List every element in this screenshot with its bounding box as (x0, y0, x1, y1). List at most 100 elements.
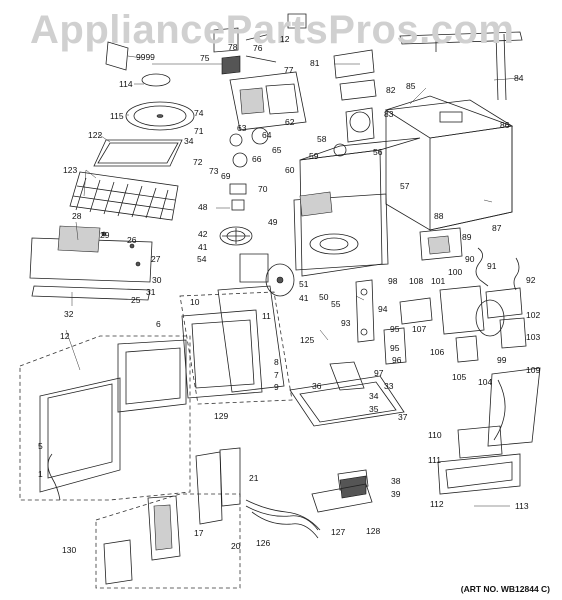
callout-69: 69 (221, 171, 231, 181)
callout-7: 7 (274, 370, 279, 380)
switch-cluster (439, 285, 527, 363)
callout-85: 85 (406, 81, 416, 91)
callout-26: 26 (127, 235, 137, 245)
callout-128: 128 (366, 526, 381, 536)
callout-92: 92 (526, 275, 536, 285)
callout-66: 66 (252, 154, 262, 164)
callout-126: 126 (256, 538, 271, 548)
callout-31: 31 (146, 287, 156, 297)
side-panel (487, 367, 541, 447)
callout-75: 75 (200, 53, 210, 63)
callout-58: 58 (317, 134, 327, 144)
callout-33: 33 (384, 381, 394, 391)
callout-70: 70 (258, 184, 268, 194)
callout-96: 96 (392, 355, 402, 365)
callout-84: 84 (514, 73, 524, 83)
callout-91: 91 (487, 261, 497, 271)
roller-ring (141, 73, 171, 87)
turntable-tray (125, 101, 195, 131)
waveguide-and-magnetron (333, 49, 377, 157)
callout-95-upper: 95 (390, 324, 400, 334)
callout-29: 29 (100, 230, 110, 240)
callout-104: 104 (478, 377, 493, 387)
callout-56: 56 (373, 147, 383, 157)
callout-87: 87 (492, 223, 502, 233)
callout-109: 109 (526, 365, 541, 375)
oven-cavity (293, 137, 421, 277)
transformer-base (437, 425, 521, 495)
control-panel (29, 225, 153, 301)
callout-5: 5 (38, 441, 43, 451)
callout-51: 51 (299, 279, 309, 289)
callout-101: 101 (431, 276, 446, 286)
stirrer-fan (219, 226, 253, 246)
callout-77: 77 (284, 65, 294, 75)
callout-76: 76 (253, 43, 263, 53)
callout-97: 97 (374, 368, 384, 378)
filters (311, 469, 373, 513)
callout-64: 64 (262, 130, 272, 140)
door-assembly (39, 339, 187, 501)
callout-59: 59 (309, 151, 319, 161)
callout-111: 111 (428, 455, 441, 465)
callout-107: 107 (412, 324, 427, 334)
damper-assembly (419, 227, 520, 291)
callout-32: 32 (64, 309, 74, 319)
callout-6: 6 (156, 319, 161, 329)
callout-28: 28 (72, 211, 82, 221)
callout-63: 63 (237, 123, 247, 133)
callout-95-lower: 95 (390, 343, 400, 353)
callout-41-lower: 41 (299, 293, 309, 303)
callout-17: 17 (194, 528, 204, 538)
callout-106: 106 (430, 347, 445, 357)
callout-50: 50 (319, 292, 329, 302)
door-frame-group-outline (179, 291, 293, 405)
callout-11: 11 (262, 311, 271, 321)
callout-55: 55 (331, 299, 341, 309)
callout-36: 36 (312, 381, 322, 391)
inner-door-frame (181, 285, 285, 399)
vent-bracket (399, 31, 523, 101)
callout-74: 74 (194, 108, 204, 118)
outer-case (384, 95, 514, 231)
wire-rack-small (93, 139, 183, 167)
stirrer-cover (239, 253, 295, 297)
callout-115: 115 (110, 111, 124, 121)
door-group-outline (19, 335, 191, 501)
callout-49: 49 (268, 217, 278, 227)
callout-99: 99 (497, 355, 507, 365)
callout-60: 60 (285, 165, 295, 175)
callout-25: 25 (131, 295, 141, 305)
callout-71: 71 (194, 126, 204, 136)
callout-38: 38 (391, 476, 401, 486)
callout-86: 86 (500, 120, 510, 130)
label-card (105, 41, 129, 71)
fan-blower (213, 27, 307, 131)
callout-1: 1 (38, 469, 43, 479)
callout-65: 65 (272, 145, 282, 155)
callout-72: 72 (193, 157, 203, 167)
callout-112: 112 (430, 499, 444, 509)
callout-113: 113 (515, 501, 529, 511)
callout-62: 62 (285, 117, 295, 127)
callout-102: 102 (526, 310, 541, 320)
callout-108: 108 (409, 276, 424, 286)
callout-89: 89 (462, 232, 472, 242)
callout-82: 82 (386, 85, 396, 95)
callout-94: 94 (378, 304, 388, 314)
grille-and-screws (221, 13, 307, 75)
callout-130: 130 (62, 545, 77, 555)
callout-34-right: 34 (369, 391, 379, 401)
callout-48: 48 (198, 202, 208, 212)
callout-30: 30 (152, 275, 162, 285)
callout-129: 129 (214, 411, 229, 421)
callout-78: 78 (228, 42, 238, 52)
latch-board (355, 279, 433, 365)
callout-81: 81 (310, 58, 320, 68)
control-board-group-outline (95, 493, 241, 589)
callout-39: 39 (391, 489, 401, 499)
callout-8: 8 (274, 357, 279, 367)
callout-93: 93 (341, 318, 351, 328)
